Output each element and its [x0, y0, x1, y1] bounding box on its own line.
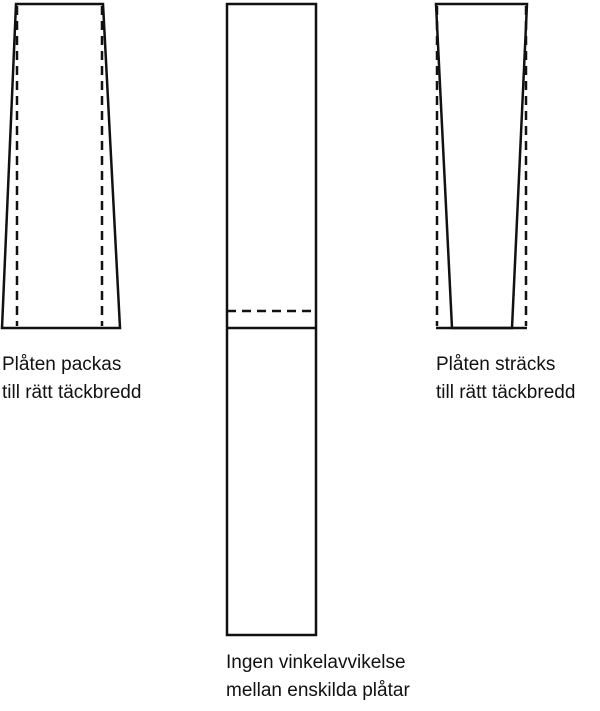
packed-plate-figure [0, 2, 122, 330]
aligned-plate-outline [225, 2, 318, 637]
stretched-plate-caption: Plåten sträcks till rätt täckbredd [436, 351, 575, 407]
aligned-plate-caption-line1: Ingen vinkelavvikelse [226, 652, 406, 673]
packed-plate-outline [0, 2, 122, 330]
stretched-plate-caption-line1: Plåten sträcks [436, 354, 556, 375]
stretched-plate-outline [434, 2, 529, 330]
packed-plate-caption-line2: till rätt täckbredd [2, 382, 142, 403]
packed-plate-caption: Plåten packas till rätt täckbredd [2, 351, 141, 407]
aligned-plate-figure [225, 2, 318, 637]
packed-plate-caption-line1: Plåten packas [2, 354, 122, 375]
aligned-plate-caption-line2: mellan enskilda plåtar [226, 680, 410, 701]
aligned-plate-caption: Ingen vinkelavvikelse mellan enskilda pl… [226, 649, 410, 705]
stretched-plate-figure [434, 2, 529, 330]
stretched-plate-caption-line2: till rätt täckbredd [436, 382, 576, 403]
